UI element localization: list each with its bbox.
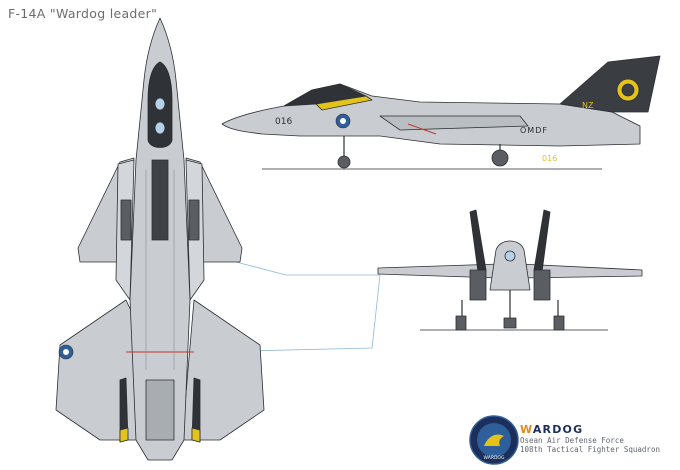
top-view-insignia: [58, 344, 74, 360]
leader-lines: [203, 261, 381, 353]
side-view-tail-code: NZ: [582, 101, 594, 110]
side-view-modex: 016: [275, 117, 292, 127]
page-title: F-14A "Wardog leader": [8, 6, 158, 21]
unit-name: WARDOG: [520, 423, 660, 436]
unit-squadron: 108th Tactical Fighter Squadron: [520, 445, 660, 454]
unit-name-initial: W: [520, 423, 533, 436]
unit-badge-dog-emblem: [484, 434, 504, 446]
side-view-canopy: [283, 83, 367, 107]
side-view-tail: [559, 55, 661, 113]
front-view: [377, 209, 643, 331]
side-view-main-wheel: [491, 149, 509, 167]
unit-badge: WARDOG: [469, 415, 519, 465]
front-view-right-tail: [533, 209, 551, 273]
side-view-markings: 016 OMDF NZ 016: [275, 101, 594, 163]
front-view-left-tail: [469, 209, 487, 273]
side-view-nose-wheel: [337, 155, 351, 169]
side-view-tail-modex: 016: [542, 154, 557, 163]
unit-badge-text: WARDOG: [484, 455, 505, 461]
unit-info: WARDOG Osean Air Defense Force 108th Tac…: [520, 423, 660, 454]
unit-name-rest: ARDOG: [532, 423, 584, 436]
front-view-fuselage: [489, 240, 531, 291]
side-view-text: OMDF: [520, 126, 548, 135]
side-view: [221, 55, 661, 170]
unit-force: Osean Air Defense Force: [520, 436, 624, 445]
top-view: [55, 17, 265, 461]
